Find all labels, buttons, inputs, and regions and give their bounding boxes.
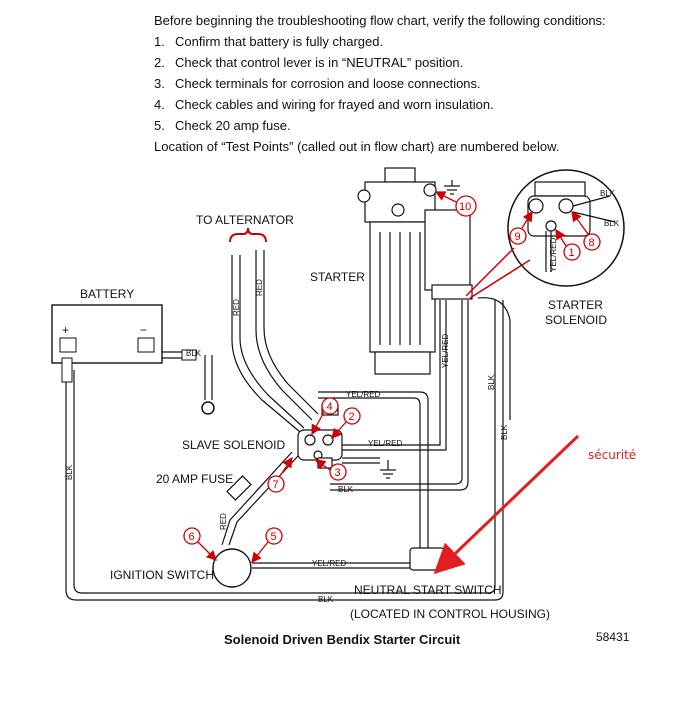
svg-text:2: 2 — [349, 411, 355, 423]
figure-number: 58431 — [596, 630, 630, 644]
annotation-arrow — [433, 434, 580, 575]
yel-red-wire-starter — [342, 300, 441, 446]
test-point-7 — [267, 475, 285, 493]
wire-label-red: RED — [255, 279, 264, 296]
battery-positive-sign: + — [62, 323, 69, 337]
yel-red-wire-solenoid — [318, 391, 429, 548]
wire-label-yel-red: YEL/RED — [312, 559, 346, 568]
slave-solenoid — [297, 404, 380, 469]
test-point-3 — [329, 463, 347, 481]
svg-text:8: 8 — [589, 237, 595, 249]
svg-text:1: 1 — [569, 247, 575, 259]
condition-item: 1.Confirm that battery is fully charged. — [154, 34, 384, 49]
ring-terminal — [201, 401, 215, 415]
test-point-4 — [321, 397, 339, 415]
battery — [51, 304, 163, 383]
diagram-caption: Solenoid Driven Bendix Starter Circuit — [224, 632, 461, 647]
test-point-2 — [343, 407, 361, 425]
red-wire-alternator — [231, 255, 301, 433]
wire-label-yel-red: YEL/RED — [549, 238, 558, 272]
battery-label: BATTERY — [80, 287, 134, 301]
ignition-switch-label: IGNITION SWITCH — [110, 568, 214, 582]
intro-footer: Location of “Test Points” (called out in… — [154, 139, 560, 154]
wire-label-blk: BLK — [604, 219, 620, 228]
ground-symbol — [380, 460, 396, 479]
neutral-start-switch-label: NEUTRAL START SWITCH — [354, 583, 502, 597]
wire-label-red: RED — [219, 513, 228, 530]
battery-positive-cable — [65, 370, 300, 601]
wire-label-blk: BLK — [186, 349, 202, 358]
wire-label-yel-red: YEL/RED — [441, 334, 450, 368]
condition-item: 2.Check that control lever is in “NEUTRA… — [154, 55, 464, 70]
starter-motor — [357, 167, 473, 375]
amp-fuse-label: 20 AMP FUSE — [156, 472, 233, 486]
to-alternator-label: TO ALTERNATOR — [196, 213, 294, 227]
red-wire-fuse — [221, 451, 293, 546]
wire-label-yel-red: YEL/RED — [346, 390, 380, 399]
starter-solenoid-label-line2: SOLENOID — [545, 313, 607, 327]
wire-label-blk: BLK — [318, 595, 334, 604]
conditions-list: 1.Confirm that battery is fully charged.… — [154, 31, 654, 136]
wiring-harness — [65, 250, 511, 601]
svg-text:7: 7 — [273, 479, 279, 491]
wire-label-blk: BLK — [500, 424, 509, 440]
svg-text:4: 4 — [327, 401, 333, 413]
wire-label-blk: BLK — [65, 464, 74, 480]
alternator-bracket — [229, 227, 267, 243]
condition-item: 5.Check 20 amp fuse. — [154, 118, 291, 133]
battery-negative-sign: − — [140, 323, 147, 337]
test-point-5 — [265, 527, 283, 545]
located-label: (LOCATED IN CONTROL HOUSING) — [350, 607, 550, 621]
wire-label-red: RED — [232, 299, 241, 316]
neutral-start-switch — [409, 547, 445, 571]
wire-label-blk: BLK — [600, 189, 616, 198]
ground-symbol — [444, 180, 460, 195]
wire-label-blk: BLK — [487, 374, 496, 390]
svg-text:9: 9 — [515, 231, 521, 243]
starter-label: STARTER — [310, 270, 365, 284]
test-point-9 — [509, 227, 527, 245]
annotation-text: sécurité — [588, 448, 636, 462]
condition-item: 4.Check cables and wiring for frayed and… — [154, 97, 494, 112]
test-point-6 — [183, 527, 201, 545]
test-point-1 — [563, 243, 581, 261]
fuse-symbol — [226, 475, 252, 501]
intro-heading: Before beginning the troubleshooting flo… — [154, 13, 606, 28]
condition-item: 3.Check terminals for corrosion and loos… — [154, 76, 481, 91]
svg-text:5: 5 — [271, 531, 277, 543]
cable-terminal — [181, 349, 197, 361]
starter-solenoid-label-line1: STARTER — [548, 298, 603, 312]
test-point-10 — [455, 195, 477, 217]
svg-text:3: 3 — [335, 467, 341, 479]
svg-text:10: 10 — [459, 201, 471, 213]
test-point-8 — [583, 233, 601, 251]
svg-text:6: 6 — [189, 531, 195, 543]
wire-label-yel-red: YEL/RED — [368, 439, 402, 448]
slave-solenoid-label: SLAVE SOLENOID — [182, 438, 285, 452]
wire-label-blk: BLK — [338, 485, 354, 494]
intro-text: Before beginning the troubleshooting flo… — [154, 10, 654, 157]
test-points: 1 2 3 4 5 6 7 8 9 10 — [183, 191, 601, 564]
ignition-switch — [212, 548, 252, 588]
